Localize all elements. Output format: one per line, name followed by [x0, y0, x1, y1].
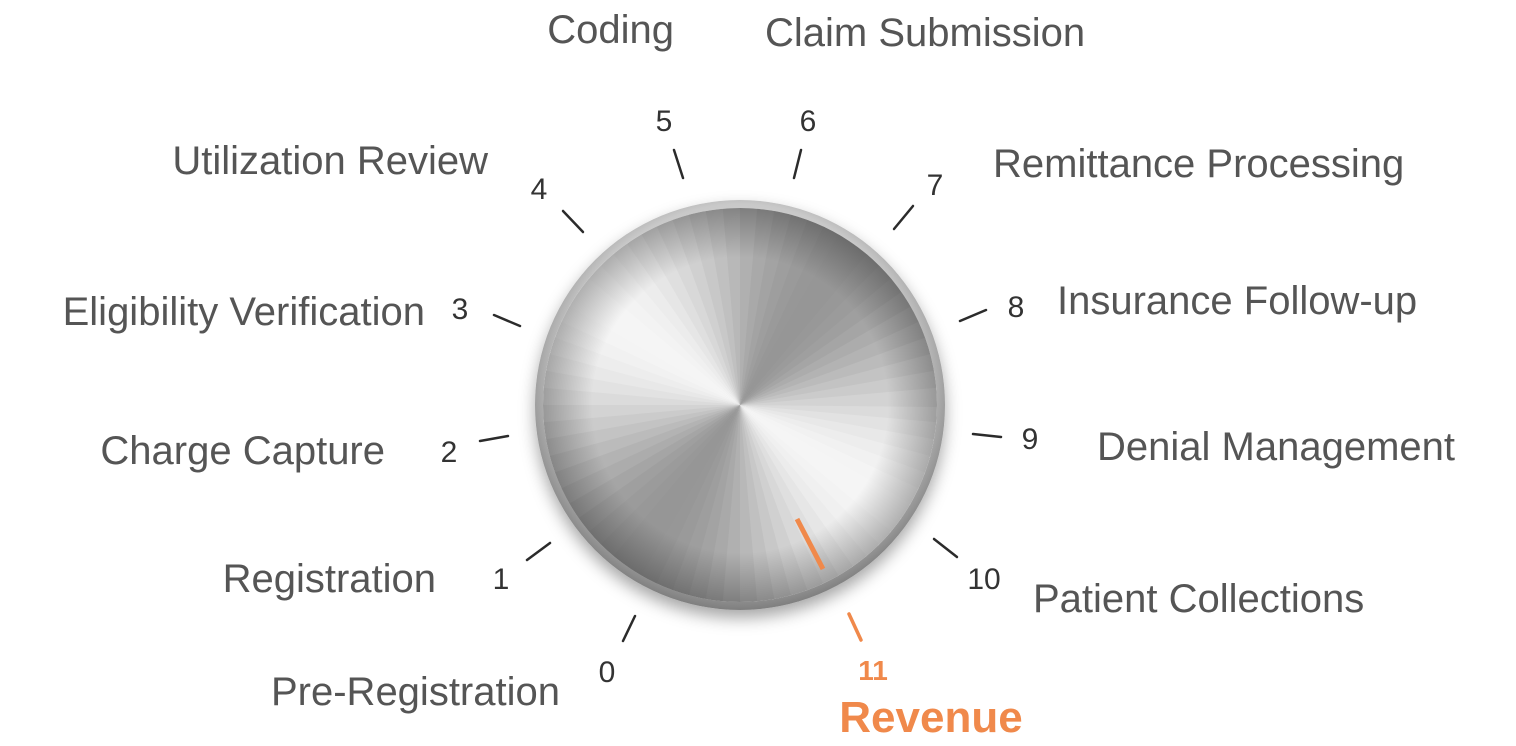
tick-mark-1: [525, 541, 552, 562]
tick-mark-7: [892, 204, 915, 231]
tick-number-4: 4: [531, 173, 548, 206]
stage-label-utilization-review: Utilization Review: [172, 139, 488, 183]
tick-mark-8: [958, 308, 988, 323]
stage-label-claim-submission: Claim Submission: [765, 11, 1085, 55]
stage-label-eligibility-verification: Eligibility Verification: [63, 290, 425, 334]
stage-label-remittance-processing: Remittance Processing: [993, 142, 1404, 186]
stage-label-charge-capture: Charge Capture: [100, 429, 385, 473]
tick-mark-3: [492, 313, 522, 328]
tick-mark-9: [971, 432, 1003, 439]
tick-number-10: 10: [967, 563, 1000, 596]
stage-label-patient-collections: Patient Collections: [1033, 577, 1364, 621]
tick-number-5: 5: [656, 105, 673, 138]
tick-number-3: 3: [452, 293, 469, 326]
tick-number-6: 6: [800, 105, 817, 138]
tick-number-8: 8: [1008, 291, 1025, 324]
tick-mark-4: [561, 209, 585, 234]
tick-mark-10: [932, 537, 959, 559]
tick-number-2: 2: [441, 436, 458, 469]
knob-face: [543, 208, 937, 602]
dial-knob[interactable]: [500, 165, 980, 645]
stage-label-coding: Coding: [547, 8, 674, 52]
tick-mark-0: [621, 614, 637, 643]
tick-mark-2: [478, 434, 510, 443]
tick-number-0: 0: [599, 656, 616, 689]
stage-label-registration: Registration: [223, 557, 436, 601]
revenue-label: Revenue: [839, 693, 1022, 742]
tick-number-11: 11: [858, 655, 888, 686]
tick-number-9: 9: [1022, 423, 1039, 456]
tick-mark-5: [672, 148, 685, 180]
tick-mark-11: [847, 612, 863, 642]
stage-label-insurance-follow-up: Insurance Follow-up: [1057, 279, 1417, 323]
stage-label-denial-management: Denial Management: [1097, 425, 1455, 469]
tick-number-7: 7: [927, 169, 944, 202]
knob-pointer: [794, 517, 826, 571]
tick-mark-6: [792, 148, 803, 180]
stage-label-pre-registration: Pre-Registration: [271, 670, 560, 714]
tick-number-1: 1: [493, 563, 510, 596]
